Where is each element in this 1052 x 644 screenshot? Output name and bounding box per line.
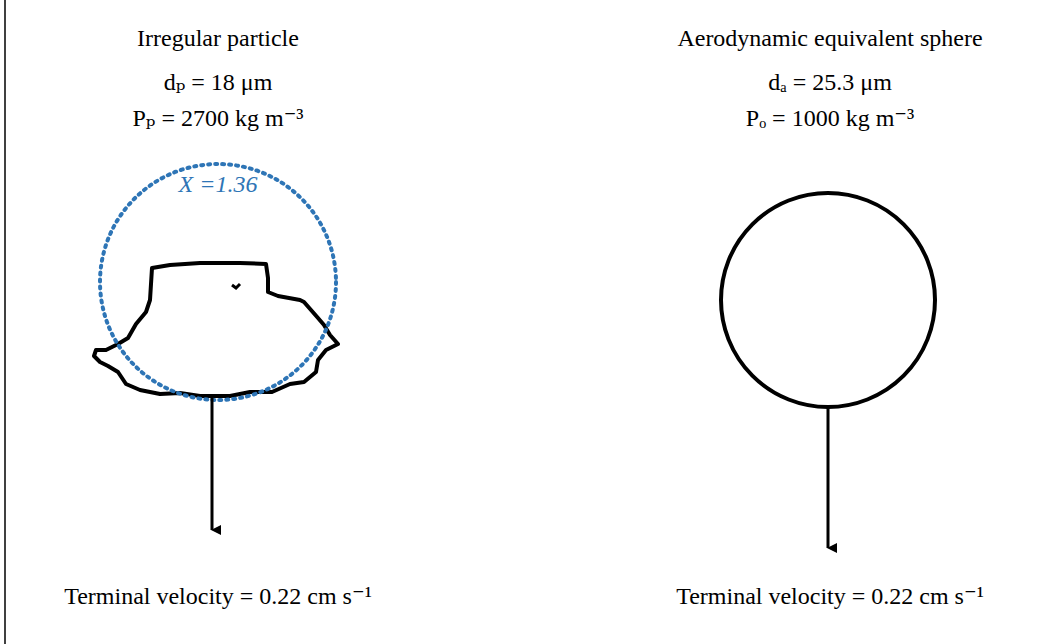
heading: Aerodynamic equivalent sphere [677,24,982,53]
heading: Irregular particle [137,24,299,53]
density-label: Pₚ = 2700 kg m⁻³ [132,104,303,133]
sphere [721,193,935,407]
diameter-label: dₐ = 25.3 μm [768,68,892,97]
density-label: Pₒ = 1000 kg m⁻³ [746,104,914,133]
equivalent-circle [100,164,336,400]
shape-factor-label: X =1.36 [179,170,258,199]
diameter-label: dₚ = 18 μm [164,68,273,97]
velocity-arrow [827,407,830,548]
irregular-particle-outline [94,263,338,396]
velocity-arrow [211,396,214,530]
velocity-label: Terminal velocity = 0.22 cm s⁻¹ [64,582,372,611]
velocity-label: Terminal velocity = 0.22 cm s⁻¹ [676,582,984,611]
border-line [4,0,6,644]
